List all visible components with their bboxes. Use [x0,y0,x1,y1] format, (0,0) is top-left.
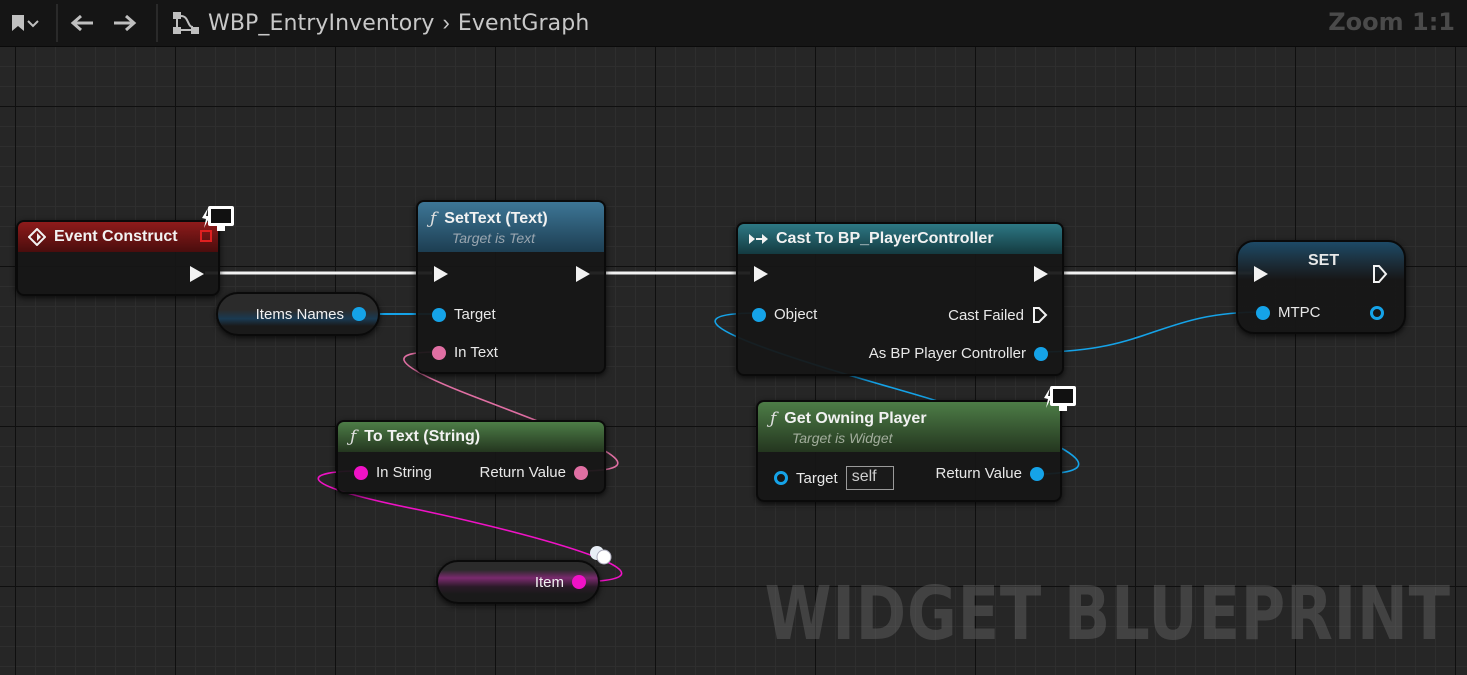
exec-output-pin-outline[interactable] [1372,264,1388,284]
pin-label: Object [774,306,818,323]
exec-input-pin[interactable] [434,266,448,282]
node-title: SET [1308,252,1340,269]
variable-label: Items Names [255,305,344,323]
node-title: Event Construct [54,228,178,245]
object-output-pin[interactable] [1030,466,1044,481]
object-input-pin[interactable] [752,307,766,322]
pin-label: Return Value [479,464,566,481]
pin-label: MTPC [1278,304,1321,321]
arrow-right-icon [114,14,137,32]
exec-input-pin[interactable] [1254,266,1268,282]
cast-icon [749,234,768,244]
local-variable-icon [588,544,614,571]
function-icon: ƒ [770,408,777,429]
client-server-icon [200,204,236,239]
as-bp-player-controller-pin-row: As BP Player Controller [869,345,1048,362]
forward-button[interactable] [100,0,150,47]
node-subtitle: Target is Widget [792,429,893,446]
exec-output-pin-outline[interactable] [1032,306,1048,324]
mtpc-pin-row: MTPC [1256,304,1321,321]
exec-output-pin[interactable] [576,266,590,282]
string-output-pin[interactable] [572,575,586,589]
graph-toolbar: WBP_EntryInventory › EventGraph Zoom 1:1 [0,0,1467,47]
event-graph-icon [173,12,199,34]
widget-blueprint-watermark: WIDGET BLUEPRINT [764,571,1451,657]
pin-label: Target [796,469,838,487]
client-server-icon [1042,384,1078,419]
red-square-icon [200,230,212,242]
bookmark-menu-button[interactable] [0,0,50,47]
item-variable-node[interactable]: Item [436,560,600,604]
pin-label: In String [376,464,432,481]
pin-label: In Text [454,344,498,361]
object-output-pin[interactable] [1034,346,1048,361]
object-output-pin[interactable] [352,307,366,321]
node-header: ƒ SetText (Text) Target is Text [418,202,604,252]
text-input-pin[interactable] [432,345,446,360]
arrow-left-icon [70,14,93,32]
set-text-node[interactable]: ƒ SetText (Text) Target is Text Target I… [416,200,606,374]
node-title: Get Owning Player [784,409,927,427]
set-variable-node[interactable]: SET MTPC [1236,240,1406,334]
back-button[interactable] [64,0,100,47]
node-title: Cast To BP_PlayerController [776,230,994,247]
node-header: Event Construct [18,222,218,252]
node-header: ƒ To Text (String) [338,422,604,452]
event-construct-node[interactable]: Event Construct [16,220,220,296]
object-input-pin[interactable] [432,307,446,322]
node-header: Cast To BP_PlayerController [738,224,1062,254]
in-text-pin-row: In Text [432,344,498,361]
node-header: ƒ Get Owning Player Target is Widget [758,402,1060,452]
exec-output-pin[interactable] [190,266,204,282]
in-string-pin-row: In String [354,464,432,481]
return-value-pin-row: Return Value [936,465,1044,482]
cast-node[interactable]: Cast To BP_PlayerController Object Cast … [736,222,1064,376]
event-diamond-icon [28,228,46,246]
zoom-indicator: Zoom 1:1 [1328,8,1455,36]
function-icon: ƒ [430,208,437,229]
object-input-pin[interactable] [774,471,788,485]
pin-label: Cast Failed [948,306,1024,324]
exec-input-pin[interactable] [754,266,768,282]
pin-label: As BP Player Controller [868,345,1026,362]
target-default-field[interactable]: self [845,466,894,490]
object-pin-row: Object [752,306,817,323]
cast-failed-pin-row: Cast Failed [948,306,1048,324]
to-text-node[interactable]: ƒ To Text (String) In String Return Valu… [336,420,606,494]
items-names-variable-node[interactable]: Items Names [216,292,380,336]
function-icon: ƒ [350,427,357,447]
chevron-right-icon: › [442,10,450,35]
object-output-pin[interactable] [1370,306,1384,320]
pin-label: Target [454,306,496,323]
graph-icon-button [164,0,208,47]
object-input-pin[interactable] [1256,305,1270,320]
exec-output-pin[interactable] [1034,266,1048,282]
node-title: SetText (Text) [444,209,548,227]
breadcrumb-blueprint[interactable]: WBP_EntryInventory [208,10,435,36]
target-pin-row: Target self [774,466,894,490]
return-value-pin-row: Return Value [480,464,588,481]
text-output-pin[interactable] [574,465,588,480]
variable-label: Item [534,573,564,591]
bookmark-icon [12,15,39,31]
node-title: To Text (String) [364,428,481,445]
toolbar-separator [156,4,158,42]
target-pin-row: Target [432,306,496,323]
toolbar-separator [56,4,58,42]
string-input-pin[interactable] [354,465,368,480]
get-owning-player-node[interactable]: ƒ Get Owning Player Target is Widget Tar… [756,400,1062,502]
node-subtitle: Target is Text [452,229,536,246]
breadcrumb-graph[interactable]: EventGraph [457,10,590,36]
pin-label: Return Value [935,465,1022,482]
